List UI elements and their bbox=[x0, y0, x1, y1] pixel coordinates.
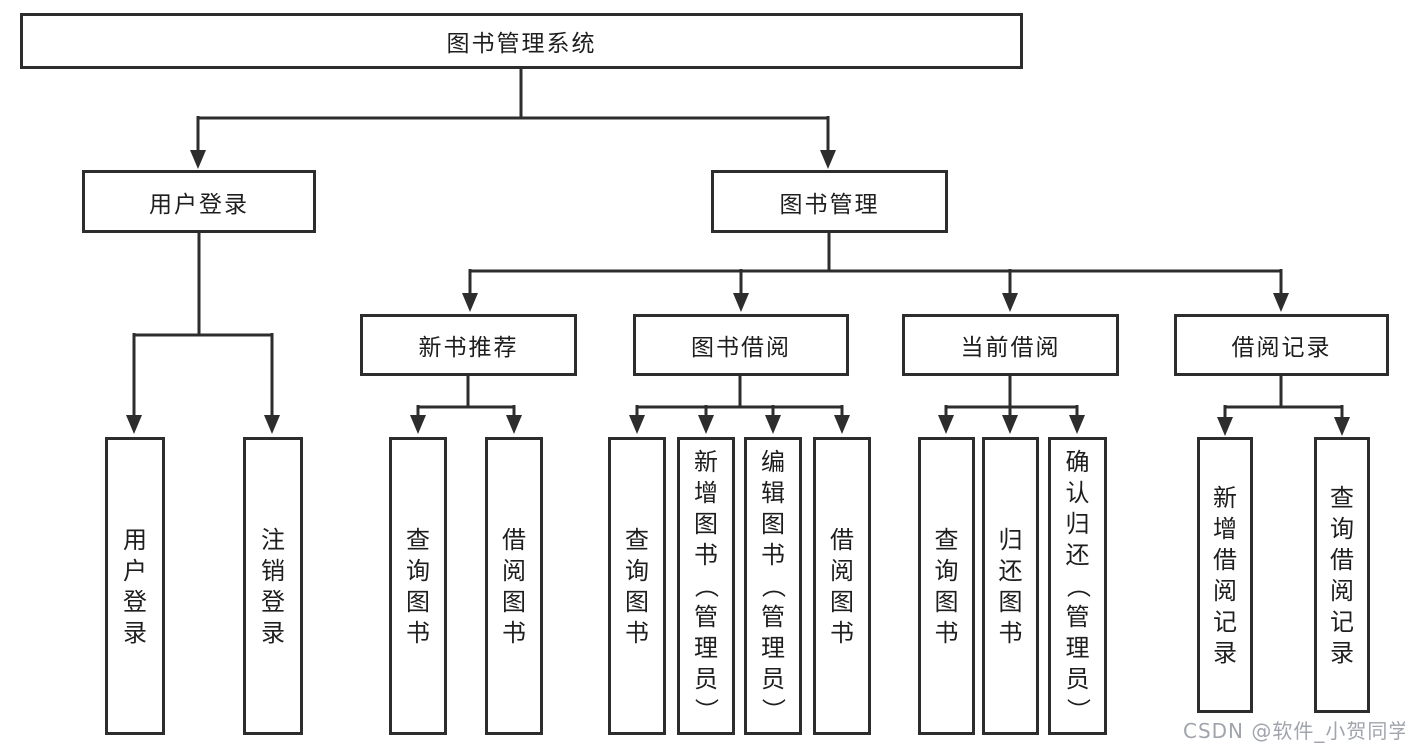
node-leaf-confirm-return-admin: 确认归还（管理员） bbox=[1048, 437, 1107, 735]
node-leaf-logout: 注销登录 bbox=[243, 437, 303, 735]
node-label: 注销登录 bbox=[261, 525, 285, 647]
arrowhead-icons bbox=[126, 150, 1350, 436]
node-current-borrow: 当前借阅 bbox=[902, 314, 1119, 376]
node-new-book-recommend: 新书推荐 bbox=[360, 314, 577, 376]
node-label: 查询图书 bbox=[406, 525, 430, 647]
node-leaf-return-book: 归还图书 bbox=[982, 437, 1039, 735]
node-label: 编辑图书（管理员） bbox=[759, 448, 787, 722]
node-leaf-add-borrow-record: 新增借阅记录 bbox=[1197, 437, 1253, 713]
node-label: 查询借阅记录 bbox=[1330, 483, 1354, 667]
node-user-login: 用户登录 bbox=[82, 170, 316, 233]
node-leaf-query-borrow-record: 查询借阅记录 bbox=[1314, 437, 1370, 713]
node-label: 归还图书 bbox=[998, 525, 1023, 647]
node-borrow-records: 借阅记录 bbox=[1174, 314, 1389, 376]
node-label: 用户登录 bbox=[123, 525, 147, 647]
node-leaf-query-books-1: 查询图书 bbox=[389, 437, 447, 735]
node-label: 新增图书（管理员） bbox=[692, 448, 720, 722]
node-label: 借阅图书 bbox=[830, 525, 854, 647]
node-book-borrow: 图书借阅 bbox=[633, 314, 849, 376]
node-leaf-add-book-admin: 新增图书（管理员） bbox=[677, 437, 735, 735]
node-leaf-user-login: 用户登录 bbox=[105, 437, 165, 735]
node-label: 借阅图书 bbox=[502, 525, 526, 647]
node-label: 查询图书 bbox=[625, 525, 649, 647]
node-leaf-query-books-2: 查询图书 bbox=[608, 437, 666, 735]
node-book-management: 图书管理 bbox=[711, 170, 948, 233]
watermark: CSDN @软件_小贺同学 bbox=[1183, 719, 1405, 743]
node-label: 查询图书 bbox=[934, 525, 959, 647]
node-leaf-query-books-3: 查询图书 bbox=[918, 437, 975, 735]
node-label: 确认归还（管理员） bbox=[1063, 448, 1092, 722]
node-leaf-edit-book-admin: 编辑图书（管理员） bbox=[744, 437, 802, 735]
node-root: 图书管理系统 bbox=[20, 13, 1023, 69]
node-leaf-borrow-books-2: 借阅图书 bbox=[813, 437, 871, 735]
node-leaf-borrow-books-1: 借阅图书 bbox=[485, 437, 543, 735]
node-label: 新增借阅记录 bbox=[1213, 483, 1237, 667]
